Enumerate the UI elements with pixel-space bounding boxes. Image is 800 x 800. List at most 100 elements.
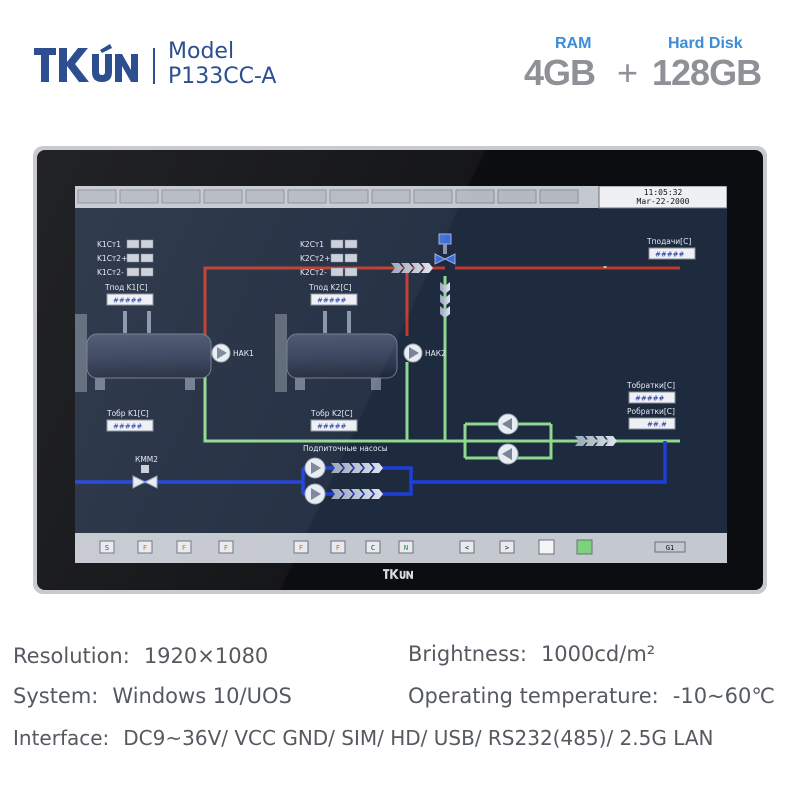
svg-text:F: F [182, 544, 186, 552]
boiler2-param-indicators [330, 239, 358, 277]
t-return-k2-value: ##### [317, 423, 346, 431]
t-return-k2-label: Тобр K2[C] [310, 409, 353, 418]
valve-kmm2-label: КММ2 [135, 455, 158, 464]
interface-value: DC9~36V/ VCC GND/ SIM/ HD/ USB/ RS232(48… [123, 726, 714, 750]
temperature-value: -10~60℃ [672, 684, 775, 708]
hard-disk-label: Hard Disk [668, 35, 743, 52]
resolution-label: Resolution: [13, 644, 130, 668]
spec-temperature: Operating temperature: -10~60℃ [408, 684, 775, 708]
brightness-label: Brightness: [408, 642, 527, 666]
clock-time: 11:05:32 [644, 188, 683, 197]
page-indicator: G1 [654, 541, 686, 553]
t-return-k1-label: Тобр K1[C] [106, 409, 149, 418]
system-label: System: [13, 684, 99, 708]
boiler1-params: K1Ст1 K1Ст2+ K1Ст2- [97, 240, 127, 277]
brightness-value: 1000cd/m² [540, 642, 656, 666]
btn-white[interactable] [538, 539, 555, 555]
device-logo [383, 569, 413, 579]
svg-text:S: S [105, 544, 109, 552]
ram-label: RAM [555, 35, 592, 52]
t-supply-k2-value: ##### [317, 297, 346, 305]
t-return-main-value: ##### [635, 395, 664, 403]
btn-green[interactable] [576, 539, 593, 555]
spec-brightness: Brightness: 1000cd/m² [408, 642, 655, 666]
t-supply-k2-label: Тпод K2[C] [308, 283, 351, 292]
plus-sign: + [617, 52, 639, 93]
tkun-logo [34, 44, 138, 82]
pump-nak1[interactable] [211, 343, 231, 363]
boiler-1 [75, 311, 212, 392]
spec-resolution: Resolution: 1920×1080 [13, 644, 268, 668]
svg-text:>: > [505, 544, 509, 552]
hard-disk-value: 128GB [652, 52, 762, 93]
p-return-main-value: ##.# [647, 421, 667, 429]
pump-nak2[interactable] [403, 343, 423, 363]
svg-text:F: F [224, 544, 228, 552]
svg-text:N: N [404, 544, 408, 552]
t-return-main-box [628, 391, 676, 404]
svg-text:G1: G1 [666, 544, 674, 552]
btn-prev[interactable]: < [459, 540, 475, 554]
scada-screen: 11:05:32 Mar-22-2000 [75, 186, 727, 563]
param-k1-st2-plus: K1Ст2+ [97, 254, 127, 263]
btn-f5[interactable]: F [330, 540, 346, 554]
device-bezel: 11:05:32 Mar-22-2000 [37, 150, 763, 590]
logo-separator [153, 48, 155, 84]
clock-date: Mar-22-2000 [637, 197, 690, 206]
btn-next[interactable]: > [499, 540, 515, 554]
svg-text:F: F [336, 544, 340, 552]
svg-text:F: F [299, 544, 303, 552]
circulation-pump-1[interactable] [497, 413, 519, 435]
p-return-main-label: Робратки[C] [627, 407, 675, 416]
makeup-pump-2[interactable] [304, 483, 326, 505]
pump-nak1-label: НАК1 [233, 349, 254, 358]
btn-c[interactable]: C [365, 540, 381, 554]
bottom-toolbar-buttons: S F F F F F C N < > G1 [99, 539, 686, 555]
t-return-k1-box [106, 419, 154, 432]
ram-value: 4GB [524, 52, 596, 93]
t-supply-k1-value: ##### [113, 297, 142, 305]
boiler1-param-indicators [126, 239, 154, 277]
btn-n[interactable]: N [398, 540, 414, 554]
boiler-2 [275, 311, 398, 392]
t-return-k2-box [310, 419, 358, 432]
t-return-main-label: Тобратки[C] [626, 381, 675, 390]
model-label: Model [168, 39, 235, 64]
top-toolbar-buttons[interactable] [77, 189, 579, 204]
param-k1-st1: K1Ст1 [97, 240, 121, 249]
spec-interface: Interface: DC9~36V/ VCC GND/ SIM/ HD/ USB… [13, 726, 713, 750]
pump-nak2-label: НАК2 [425, 349, 446, 358]
panel-pc-device: 11:05:32 Mar-22-2000 [33, 146, 767, 594]
btn-f4[interactable]: F [293, 540, 309, 554]
circulation-pump-2[interactable] [497, 443, 519, 465]
resolution-value: 1920×1080 [143, 644, 269, 668]
param-k2-st1: K2Ст1 [300, 240, 324, 249]
btn-s[interactable]: S [99, 540, 115, 554]
btn-f2[interactable]: F [176, 540, 192, 554]
valve-kmm2[interactable] [132, 465, 158, 489]
flow-arrows [331, 263, 617, 499]
makeup-pump-1[interactable] [304, 457, 326, 479]
svg-text:<: < [465, 544, 469, 552]
svg-text:C: C [371, 544, 375, 552]
clock-panel [598, 186, 727, 209]
makeup-pumps-label: Подпиточные насосы [303, 444, 388, 453]
temperature-label: Operating temperature: [408, 684, 659, 708]
btn-f3[interactable]: F [218, 540, 234, 554]
btn-f1[interactable]: F [137, 540, 153, 554]
t-supply-k1-label: Тпод K1[C] [104, 283, 147, 292]
p-return-main-box [628, 417, 676, 430]
param-k2-st2-minus: K2Ст2- [300, 268, 327, 277]
system-value: Windows 10/UOS [112, 684, 292, 708]
model-value: P133CC-A [168, 64, 277, 89]
control-valve[interactable] [434, 233, 456, 265]
svg-text:F: F [143, 544, 147, 552]
t-supply-main-box [648, 247, 696, 260]
t-supply-k1-box [106, 293, 154, 306]
param-k2-st2-plus: K2Ст2+ [300, 254, 330, 263]
param-k1-st2-minus: K1Ст2- [97, 268, 124, 277]
t-supply-main-label: Тподачи[C] [646, 237, 691, 246]
spec-system: System: Windows 10/UOS [13, 684, 292, 708]
t-supply-main-value: ##### [655, 251, 684, 259]
interface-label: Interface: [13, 726, 110, 750]
